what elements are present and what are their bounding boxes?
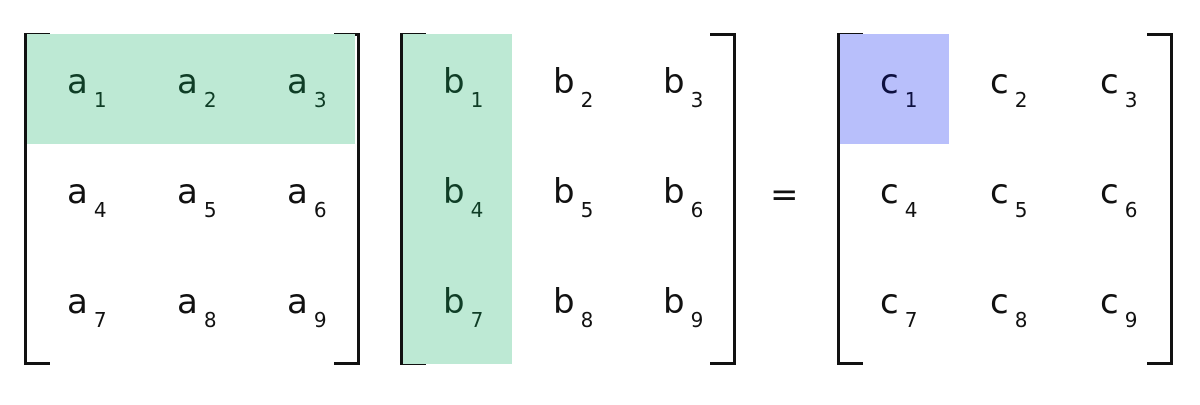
cell-subscript: 6 [313,198,327,222]
cell-subscript: 1 [904,88,918,112]
cell-subscript: 7 [470,308,484,332]
right-bracket [710,33,736,365]
cell-base: a [287,282,308,322]
equals-sign: = [770,175,799,215]
cell-subscript: 1 [470,88,484,112]
cell-subscript: 3 [313,88,327,112]
cell-subscript: 5 [1014,198,1028,222]
cell-base: c [990,172,1009,212]
cell-base: a [67,62,88,102]
cell-subscript: 4 [93,198,107,222]
cell-base: b [553,282,575,322]
cell-subscript: 8 [203,308,217,332]
cell-subscript: 9 [313,308,327,332]
cell-subscript: 2 [203,88,217,112]
cell-base: b [553,172,575,212]
cell-base: c [880,282,899,322]
cell-base: b [663,172,685,212]
cell-base: a [287,62,308,102]
cell-base: a [177,282,198,322]
cell-base: c [880,62,899,102]
cell-base: c [1100,62,1119,102]
cell-subscript: 8 [1014,308,1028,332]
cell-subscript: 2 [1014,88,1028,112]
cell-base: b [663,282,685,322]
cell-base: c [990,282,1009,322]
cell-base: b [443,172,465,212]
cell-subscript: 4 [904,198,918,222]
cell-base: c [880,172,899,212]
cell-subscript: 3 [1124,88,1138,112]
cell-base: b [443,282,465,322]
cell-base: a [67,172,88,212]
cell-subscript: 9 [1124,308,1138,332]
cell-subscript: 4 [470,198,484,222]
cell-subscript: 9 [690,308,704,332]
cell-subscript: 8 [580,308,594,332]
cell-base: c [1100,282,1119,322]
cell-subscript: 1 [93,88,107,112]
cell-base: a [287,172,308,212]
cell-subscript: 6 [690,198,704,222]
column-highlight [403,34,512,364]
cell-base: a [67,282,88,322]
cell-subscript: 3 [690,88,704,112]
right-bracket [1147,33,1173,365]
cell-subscript: 2 [580,88,594,112]
row-highlight [27,34,355,144]
cell-base: a [177,62,198,102]
cell-base: b [553,62,575,102]
cell-base: b [663,62,685,102]
cell-base: c [990,62,1009,102]
cell-subscript: 6 [1124,198,1138,222]
cell-base: a [177,172,198,212]
cell-subscript: 5 [203,198,217,222]
cell-base: c [1100,172,1119,212]
cell-base: b [443,62,465,102]
cell-subscript: 7 [93,308,107,332]
cell-subscript: 7 [904,308,918,332]
cell-subscript: 5 [580,198,594,222]
